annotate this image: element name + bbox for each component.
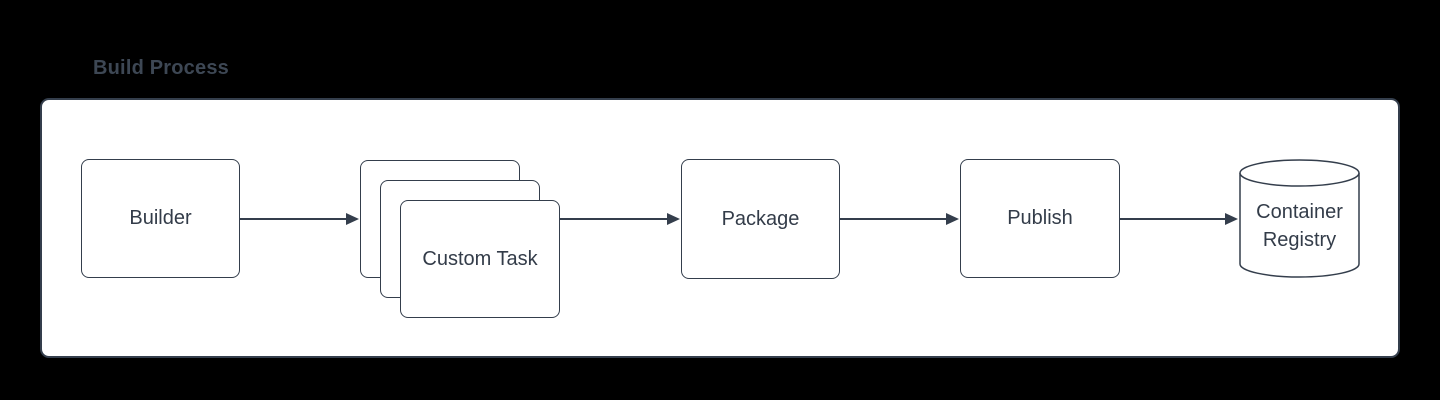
node-builder-label: Builder [129,207,192,229]
connector-line [240,218,346,220]
arrowhead-icon [946,213,959,225]
node-builder[interactable]: Builder [81,159,240,278]
node-custom-task[interactable]: Custom Task [400,200,560,318]
node-publish-label: Publish [1007,207,1073,229]
connector-builder-to-custom-task [240,212,359,226]
diagram-title: Build Process [93,57,229,79]
node-package-label: Package [721,207,800,230]
arrowhead-icon [667,213,680,225]
database-cylinder-icon [1239,159,1360,278]
node-container-registry[interactable]: Container Registry [1239,159,1360,278]
node-custom-task-label: Custom Task [422,247,538,270]
connector-line [1120,218,1225,220]
connector-line [840,218,946,220]
node-publish[interactable]: Publish [960,159,1120,278]
node-package[interactable]: Package [681,159,840,279]
connector-publish-to-container-registry [1120,212,1238,226]
connector-custom-task-to-package [560,212,680,226]
connector-package-to-publish [840,212,959,226]
arrowhead-icon [346,213,359,225]
node-container-registry-label: Container Registry [1256,200,1343,251]
connector-line [560,218,667,220]
arrowhead-icon [1225,213,1238,225]
